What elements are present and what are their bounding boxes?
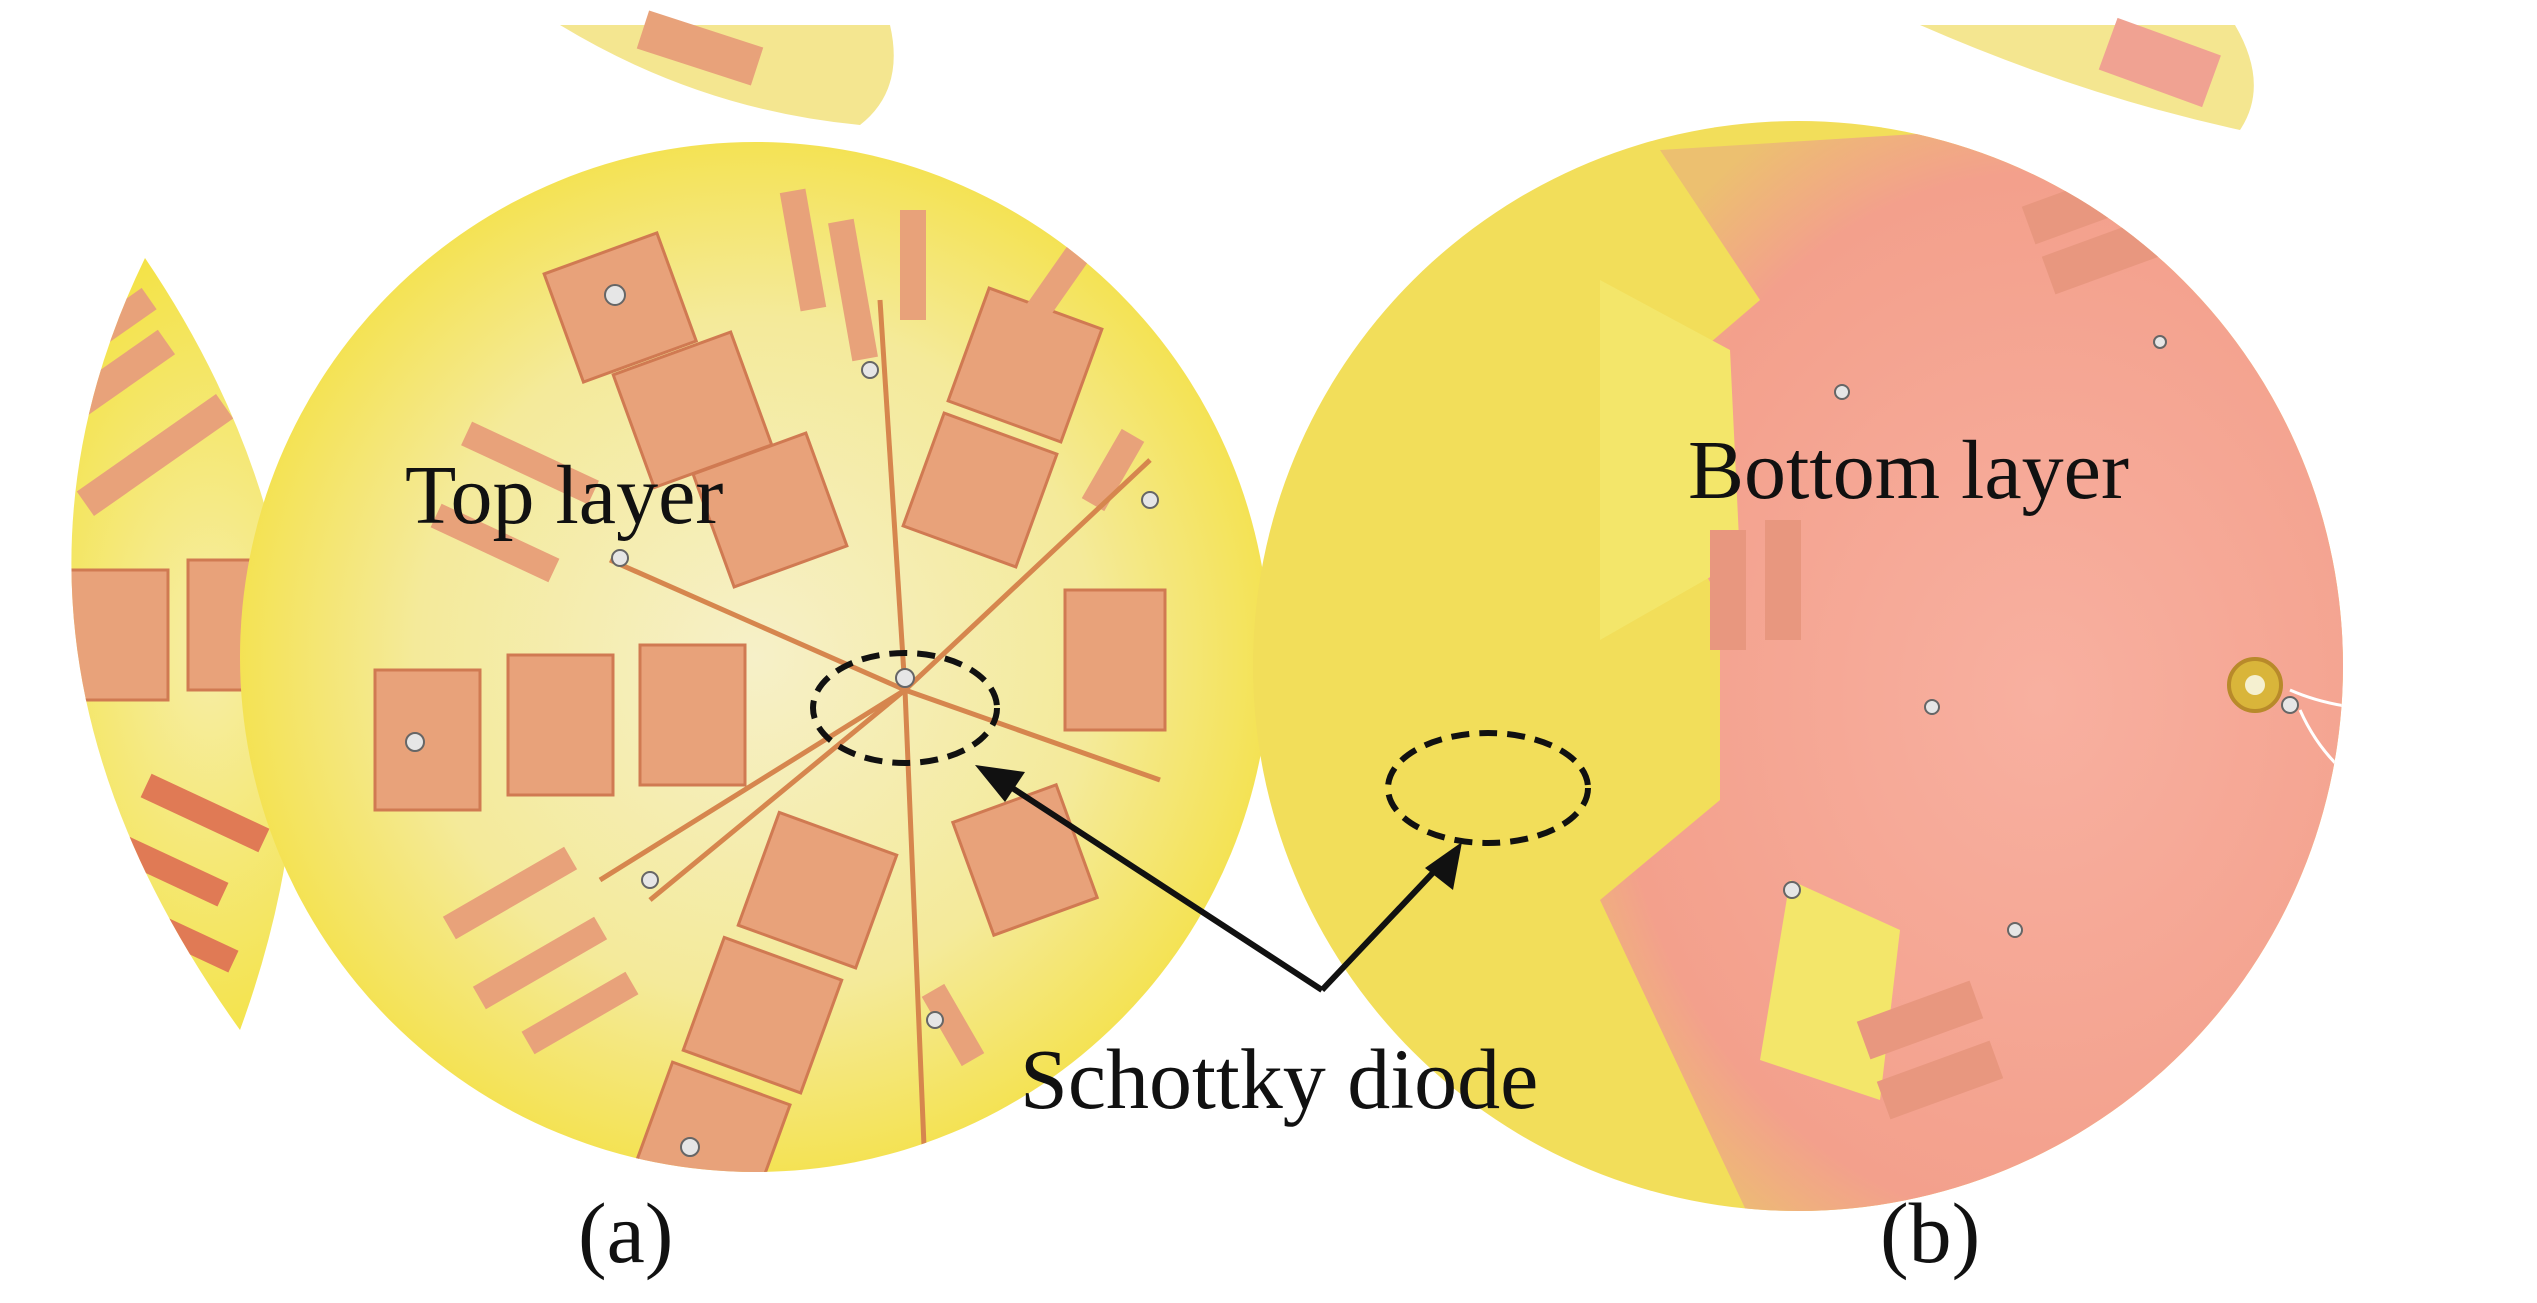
diode-marker-top-ellipse [810, 650, 1000, 766]
panel-a-label: (a) [578, 1185, 673, 1281]
schottky-diode-label: Schottky diode [1020, 1031, 1538, 1127]
top-layer-board [240, 142, 1270, 1172]
top-layer-label: Top layer [405, 449, 723, 542]
annotation-arrows [975, 765, 1462, 993]
top-partial-patch-a [636, 10, 764, 86]
diode-marker-bottom-ellipse [1385, 730, 1591, 846]
panel-b-label: (b) [1880, 1185, 1980, 1281]
bottom-layer-label: Bottom layer [1688, 424, 2129, 517]
top-partial-patch-b [2098, 17, 2221, 108]
